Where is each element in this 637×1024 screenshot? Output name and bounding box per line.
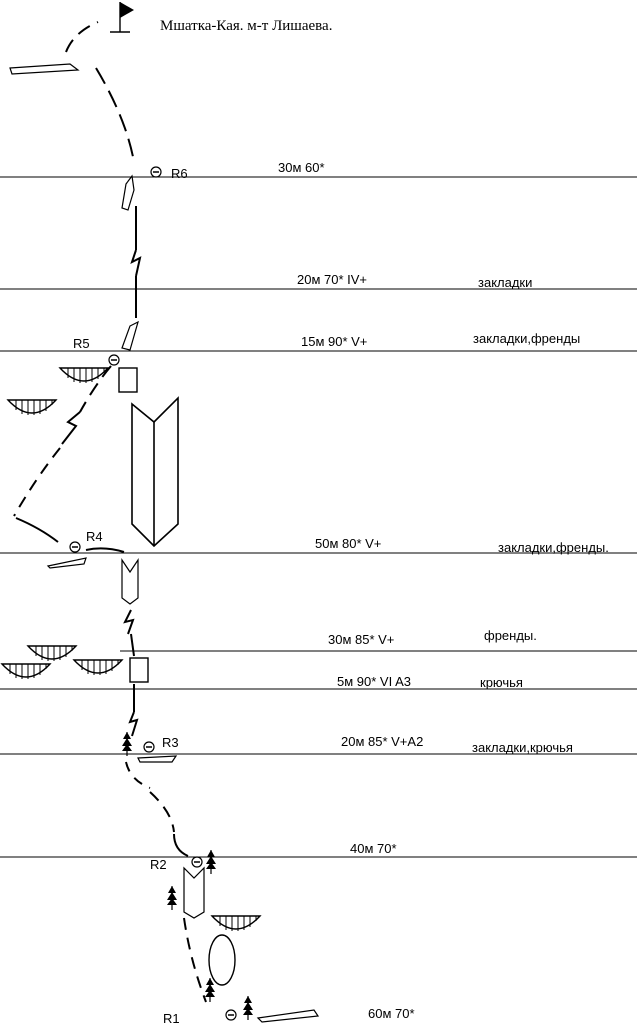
corner-icon	[131, 396, 179, 548]
belay-label: R2	[150, 857, 167, 872]
ledge-icon	[46, 557, 320, 1023]
pitch-gear: закладки	[478, 275, 532, 290]
pitch-dividers	[0, 176, 637, 858]
belay-label: R4	[86, 529, 103, 544]
pitch-gear: закладки,крючья	[472, 740, 573, 755]
belay-label: R6	[171, 166, 188, 181]
block-icon	[129, 657, 149, 683]
route-title: Мшатка-Кая. м-т Лишаева.	[160, 18, 332, 34]
pitch-grade: 20м 70* IV+	[297, 272, 367, 287]
belay-label: R5	[73, 336, 90, 351]
pitch-grade: 20м 85* V+A2	[341, 734, 423, 749]
pitch-grade: 30м 85* V+	[328, 632, 394, 647]
ledge-icon	[9, 63, 80, 75]
anchor-icon	[69, 166, 237, 1021]
corner-icon	[121, 174, 205, 919]
pitch-grade: 5м 90* VI A3	[337, 674, 411, 689]
pitch-gear: френды.	[484, 628, 537, 643]
belay-label: R1	[163, 1011, 180, 1024]
route-line	[13, 21, 207, 1003]
pitch-gear: крючья	[480, 675, 523, 690]
summit-flag-icon	[110, 2, 134, 33]
pitch-gear: закладки,френды.	[498, 540, 609, 555]
pitch-grade: 40м 70*	[350, 841, 397, 856]
pitch-grade: 50м 80* V+	[315, 536, 381, 551]
block-icon	[118, 367, 138, 393]
belay-label: R3	[162, 735, 179, 750]
pitch-grade: 60м 70*	[368, 1006, 415, 1021]
chimney-icon	[208, 934, 236, 986]
pitch-grade: 30м 60*	[278, 160, 325, 175]
pitch-grade: 15м 90* V+	[301, 334, 367, 349]
overhang-icon	[1, 367, 261, 932]
pitch-gear: закладки,френды	[473, 331, 580, 346]
